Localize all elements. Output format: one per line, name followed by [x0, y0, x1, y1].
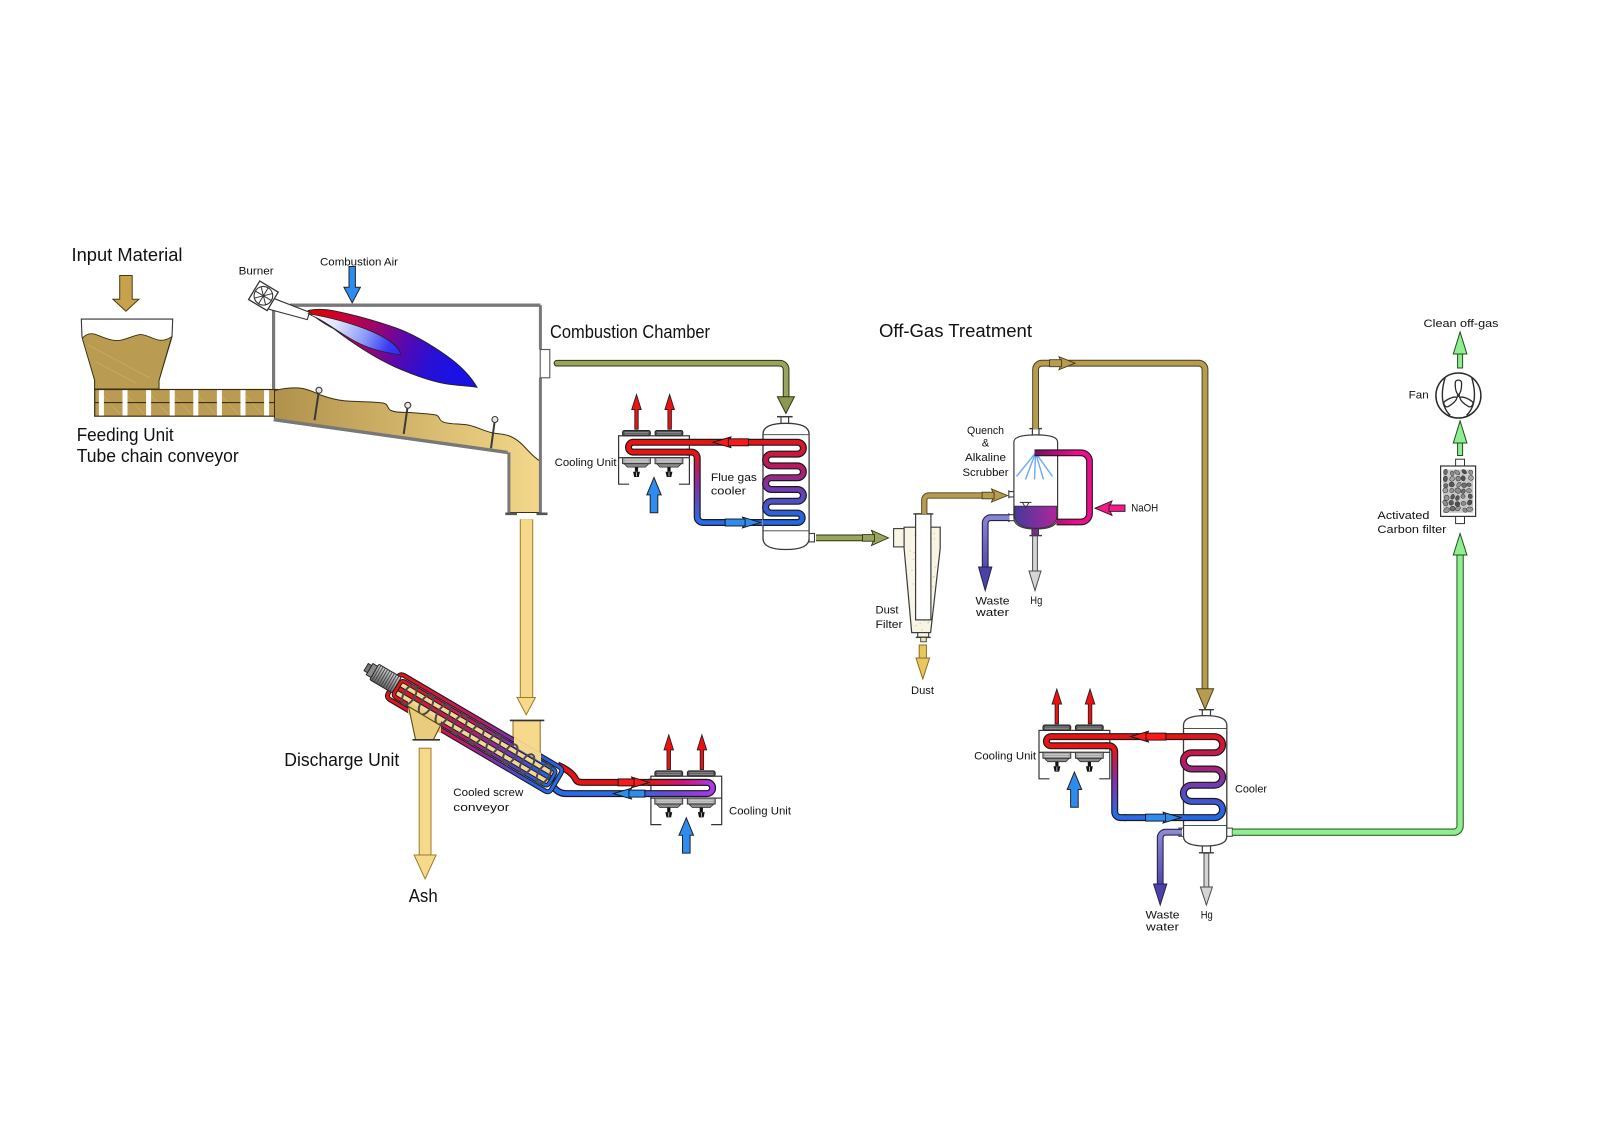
svg-text:Activated: Activated [1377, 510, 1429, 522]
svg-text:Filter: Filter [876, 619, 903, 631]
svg-text:Waste: Waste [976, 596, 1010, 608]
svg-text:Waste: Waste [1146, 910, 1180, 922]
svg-text:Cooling Unit: Cooling Unit [729, 806, 791, 818]
svg-text:Cooling Unit: Cooling Unit [555, 457, 617, 469]
svg-text:Combustion Air: Combustion Air [320, 257, 398, 269]
svg-text:water: water [975, 607, 1010, 619]
svg-text:Off-Gas Treatment: Off-Gas Treatment [879, 321, 1032, 341]
svg-text:Feeding Unit: Feeding Unit [77, 425, 174, 445]
svg-text:conveyor: conveyor [453, 802, 509, 814]
svg-text:Hg: Hg [1030, 595, 1042, 607]
svg-text:Tube chain conveyor: Tube chain conveyor [77, 446, 239, 466]
svg-text:water: water [1145, 922, 1180, 934]
svg-text:Input Material: Input Material [72, 245, 183, 265]
svg-text:NaOH: NaOH [1131, 503, 1158, 515]
svg-text:Combustion Chamber: Combustion Chamber [550, 322, 710, 342]
svg-text:Dust: Dust [911, 685, 934, 697]
svg-text:Scrubber: Scrubber [963, 467, 1009, 479]
svg-text:Flue gas: Flue gas [711, 472, 758, 484]
svg-text:Discharge Unit: Discharge Unit [284, 750, 399, 770]
svg-text:Quench: Quench [967, 425, 1004, 437]
svg-text:Cooling Unit: Cooling Unit [974, 751, 1036, 763]
svg-text:Ash: Ash [409, 886, 438, 906]
svg-text:&: & [982, 438, 990, 450]
svg-text:Burner: Burner [239, 266, 274, 278]
svg-text:Fan: Fan [1409, 390, 1429, 402]
svg-text:Clean off-gas: Clean off-gas [1424, 318, 1500, 330]
svg-text:Carbon filter: Carbon filter [1377, 524, 1446, 536]
svg-text:Dust: Dust [876, 605, 899, 617]
svg-text:cooler: cooler [711, 486, 746, 498]
svg-text:Alkaline: Alkaline [965, 452, 1006, 464]
svg-text:Hg: Hg [1201, 910, 1213, 922]
svg-text:Cooler: Cooler [1235, 784, 1267, 796]
svg-text:Cooled screw: Cooled screw [453, 787, 523, 799]
